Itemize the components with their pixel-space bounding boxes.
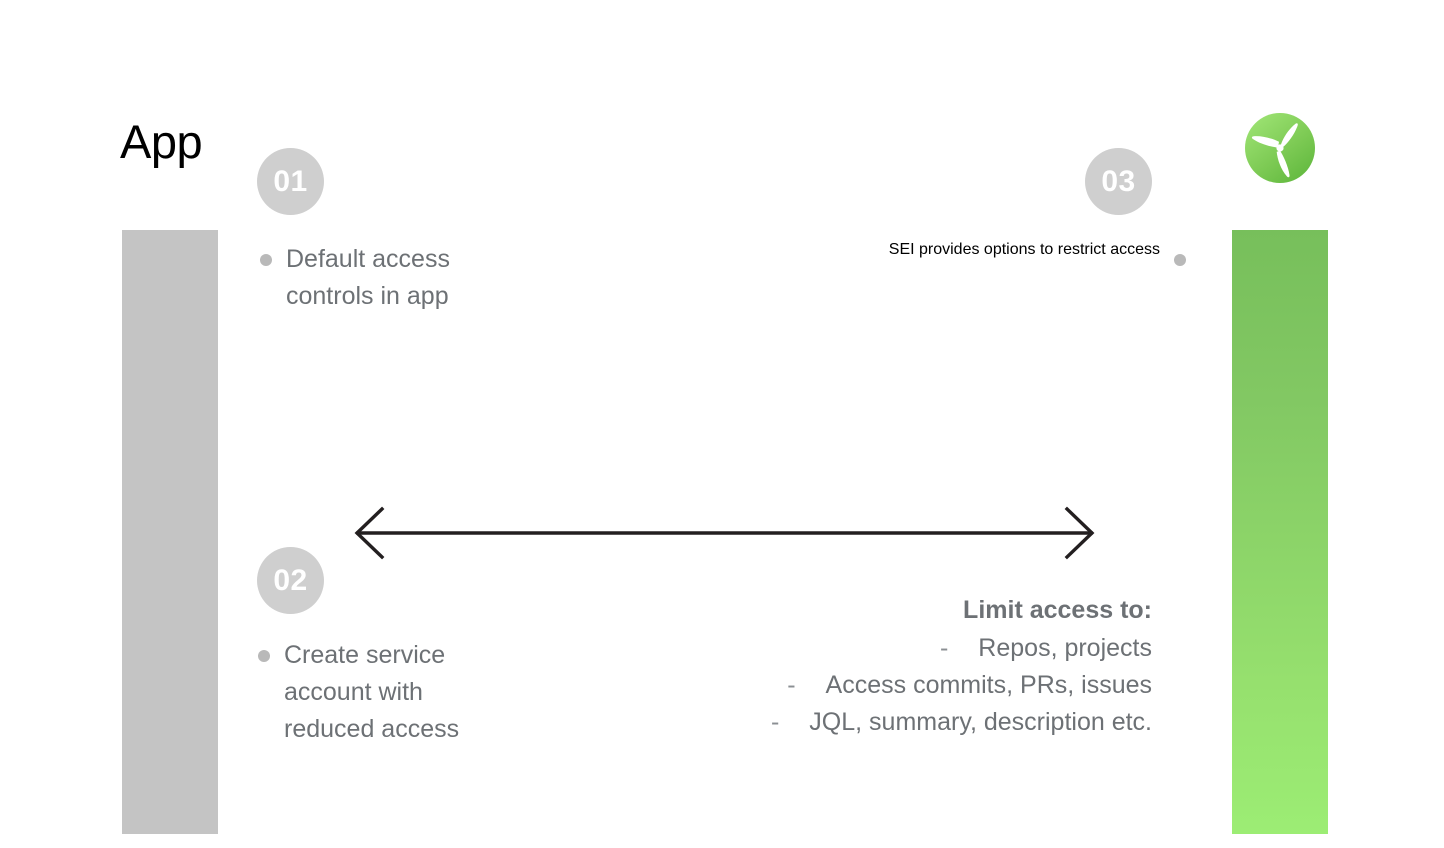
step-badge-03: 03: [1085, 148, 1152, 215]
list-item-label: JQL, summary, description etc.: [809, 708, 1152, 736]
page-title: App: [120, 115, 203, 168]
step-01-text: Default access controls in app: [286, 245, 450, 310]
bullet-dot-icon: [1174, 254, 1186, 266]
limit-access-block: Limit access to: - Repos, projects - Acc…: [771, 594, 1152, 741]
step-item-02: Create service account with reduced acce…: [258, 637, 459, 748]
list-item: - Access commits, PRs, issues: [771, 667, 1152, 704]
list-marker: -: [770, 708, 780, 736]
limit-access-list: - Repos, projects - Access commits, PRs,…: [771, 630, 1152, 741]
list-item: - Repos, projects: [771, 630, 1152, 667]
left-gray-bar: [122, 230, 218, 834]
step-badge-02: 02: [257, 547, 324, 614]
list-item-label: Access commits, PRs, issues: [825, 671, 1152, 699]
step-badge-01: 01: [257, 148, 324, 215]
bullet-dot-icon: [258, 650, 270, 662]
double-headed-arrow-icon: [352, 505, 1097, 561]
right-green-bar: [1232, 230, 1328, 834]
propeller-logo-icon: [1244, 112, 1316, 184]
step-item-03: SEI provides options to restrict access: [889, 241, 1186, 266]
step-02-text: Create service account with reduced acce…: [284, 641, 460, 743]
step-03-text: SEI provides options to restrict access: [888, 241, 1160, 258]
list-marker: -: [787, 671, 796, 699]
bullet-dot-icon: [260, 254, 272, 266]
list-item-label: Repos, projects: [978, 634, 1152, 662]
list-marker: -: [939, 634, 949, 662]
step-item-01: Default access controls in app: [260, 241, 450, 315]
limit-access-title: Limit access to:: [963, 596, 1152, 624]
list-item: - JQL, summary, description etc.: [771, 704, 1152, 741]
